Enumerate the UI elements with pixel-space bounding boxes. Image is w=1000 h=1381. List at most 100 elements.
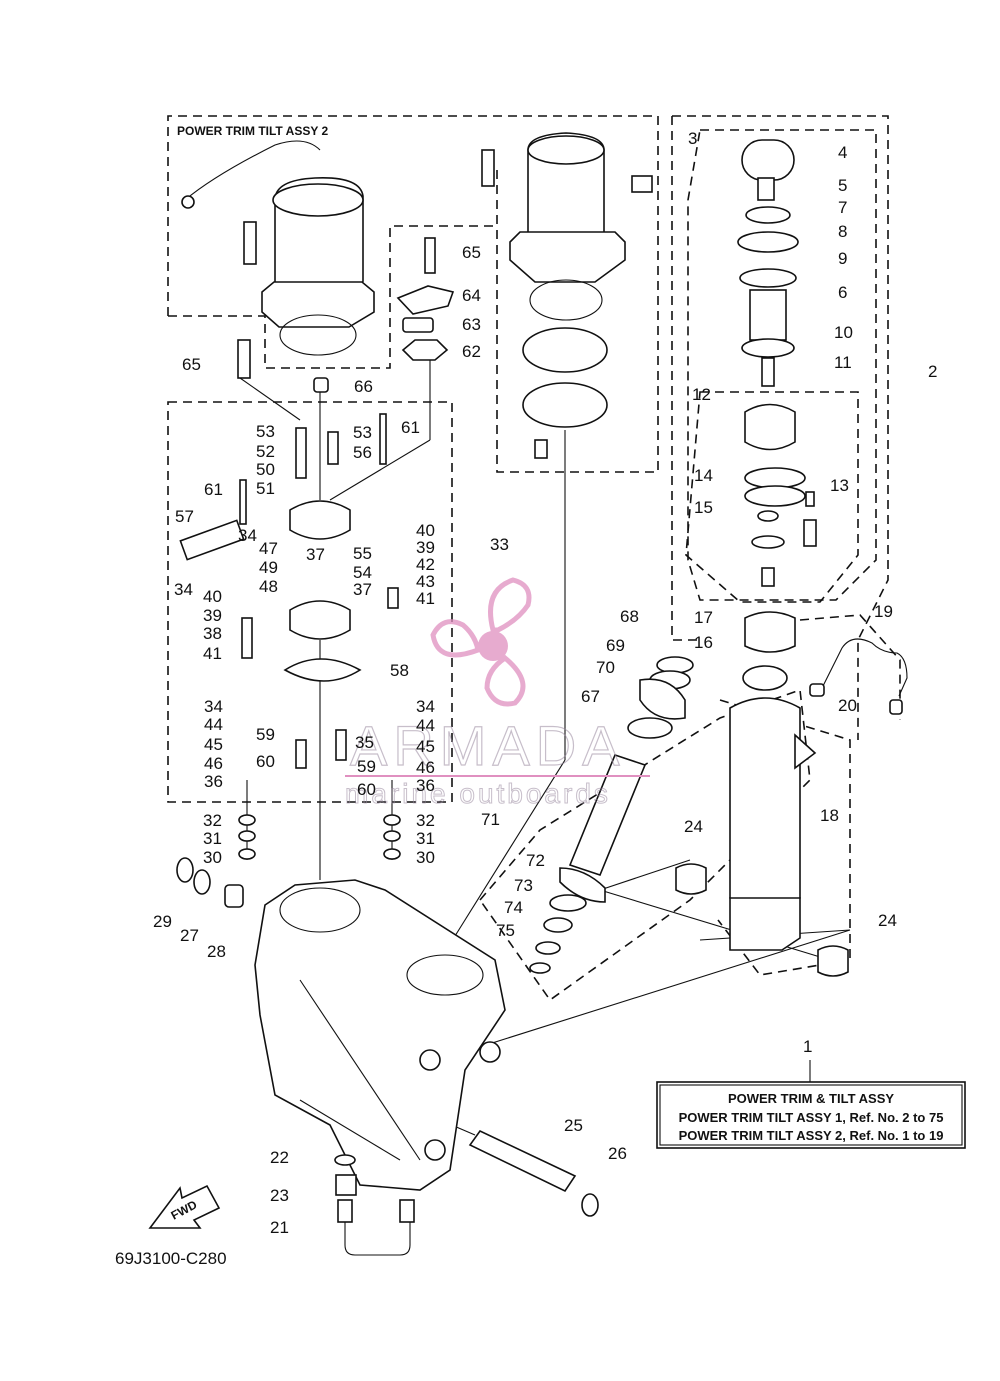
part-label: 24 [684, 817, 703, 836]
part-label: 59 [256, 725, 275, 744]
part-label: 18 [820, 806, 839, 825]
legend-title: POWER TRIM & TILT ASSY [728, 1091, 894, 1106]
part-label: 11 [834, 353, 852, 372]
part-label: 28 [207, 942, 226, 961]
part-label: 41 [416, 589, 435, 608]
part-label: 2 [928, 362, 937, 381]
part-label: 34 [238, 526, 257, 545]
watermark-tagline: marine outboards [345, 778, 611, 809]
part-label: 45 [416, 737, 435, 756]
part-label: 57 [175, 507, 194, 526]
part-label: 59 [357, 757, 376, 776]
part-label: 30 [416, 848, 435, 867]
part-label: 24 [878, 911, 897, 930]
part-label: 27 [180, 926, 199, 945]
part-label: 41 [203, 644, 222, 663]
part-label: 23 [270, 1186, 289, 1205]
part-label: 67 [581, 687, 600, 706]
motor-assy-2 [181, 140, 375, 356]
part-label: 54 [353, 563, 372, 582]
pump-block [179, 413, 399, 769]
part-label: 36 [416, 776, 435, 795]
part-label: 34 [174, 580, 193, 599]
part-label: 8 [838, 222, 847, 241]
part-label: 52 [256, 442, 275, 461]
part-label: 5 [838, 176, 847, 195]
part-label: 22 [270, 1148, 289, 1167]
part-label: 3 [688, 129, 697, 148]
part-label: 75 [496, 921, 515, 940]
part-label: 49 [259, 558, 278, 577]
part-label: 39 [203, 606, 222, 625]
part-label: 37 [353, 580, 372, 599]
lower-parts [176, 814, 599, 1256]
part-label: 17 [694, 608, 713, 627]
piston-rod [529, 656, 694, 974]
drawing-code: 69J3100-C280 [115, 1249, 227, 1268]
part-label: 13 [830, 476, 849, 495]
tilt-cylinder [675, 139, 908, 977]
legend-line-1: POWER TRIM TILT ASSY 1, Ref. No. 2 to 75 [679, 1110, 944, 1125]
part-label: 60 [357, 780, 376, 799]
part-label: 12 [692, 385, 711, 404]
watermark: ARMADA marine outboards [345, 577, 650, 810]
part-label: 29 [153, 912, 172, 931]
part-label: 30 [203, 848, 222, 867]
watermark-brand: ARMADA [350, 714, 626, 777]
part-label: 7 [838, 198, 847, 217]
part-label: 20 [838, 696, 857, 715]
part-label: 40 [416, 521, 435, 540]
part-label: 65 [182, 355, 201, 374]
part-label: 53 [353, 423, 372, 442]
legend-box: POWER TRIM & TILT ASSY POWER TRIM TILT A… [656, 1060, 966, 1149]
part-label: 6 [838, 283, 847, 302]
part-label: 1 [803, 1037, 812, 1056]
part-label: 31 [416, 829, 435, 848]
small-parts-62-66 [237, 237, 455, 393]
part-label: 36 [204, 772, 223, 791]
part-label: 73 [514, 876, 533, 895]
part-label: 72 [526, 851, 545, 870]
part-label: 14 [694, 466, 713, 485]
part-label: 32 [416, 811, 435, 830]
part-label: 63 [462, 315, 481, 334]
part-label: 71 [481, 810, 500, 829]
part-label: 50 [256, 460, 275, 479]
legend-line-2: POWER TRIM TILT ASSY 2, Ref. No. 1 to 19 [679, 1128, 944, 1143]
part-label: 61 [204, 480, 223, 499]
manifold-bracket [254, 879, 506, 1191]
part-label: 39 [416, 538, 435, 557]
part-label: 15 [694, 498, 713, 517]
part-label: 33 [490, 535, 509, 554]
part-label: 44 [416, 716, 435, 735]
part-label: 69 [606, 636, 625, 655]
propeller-hub [478, 631, 508, 661]
fwd-arrow: FWD [148, 1184, 221, 1229]
part-label: 43 [416, 572, 435, 591]
part-label: 70 [596, 658, 615, 677]
part-label: 38 [203, 624, 222, 643]
part-label: 51 [256, 479, 275, 498]
part-label: 66 [354, 377, 373, 396]
part-label: 47 [259, 539, 278, 558]
part-label: 68 [620, 607, 639, 626]
part-label: 31 [203, 829, 222, 848]
part-label: 37 [306, 545, 325, 564]
part-label: 34 [204, 697, 223, 716]
part-label: 26 [608, 1144, 627, 1163]
part-label: 74 [504, 898, 523, 917]
propeller-logo [430, 577, 532, 707]
part-label: 40 [203, 587, 222, 606]
part-label: 48 [259, 577, 278, 596]
part-label: 35 [355, 733, 374, 752]
part-label: 46 [416, 758, 435, 777]
part-label: 10 [834, 323, 853, 342]
part-label: 55 [353, 544, 372, 563]
part-label: 58 [390, 661, 409, 680]
part-label: 9 [838, 249, 847, 268]
part-label: 65 [462, 243, 481, 262]
part-label: 45 [204, 735, 223, 754]
group-boxes [167, 115, 901, 1002]
motor-assy-1 [481, 132, 653, 459]
